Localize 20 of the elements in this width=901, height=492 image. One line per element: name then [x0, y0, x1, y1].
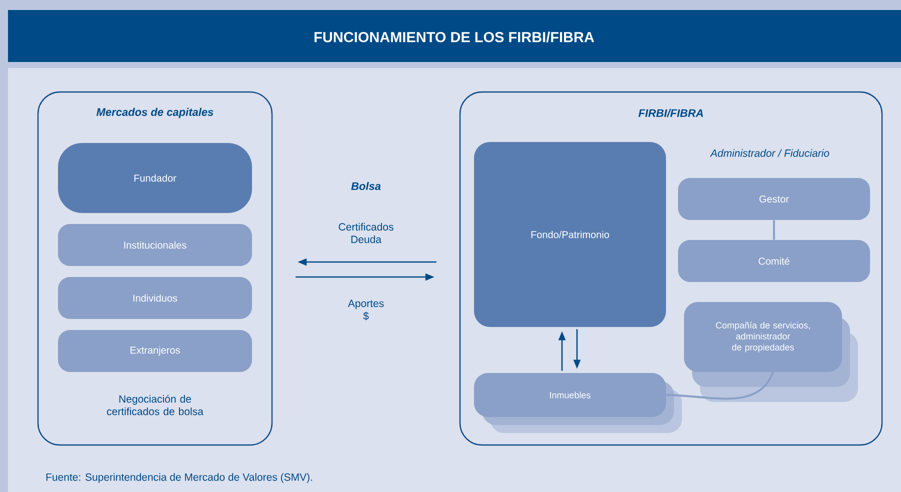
bolsa-label: Bolsa: [351, 182, 381, 190]
source-note: Fuente: Superintendencia de Mercado de Valores (SMV).: [46, 473, 312, 483]
panel-note: Negociación de certificados de bolsa: [107, 394, 204, 416]
panel-heading: FIRBI/FIBRA: [638, 108, 703, 118]
edge-label: Aportes $: [343, 298, 389, 322]
rounded-box: Gestor: [678, 178, 870, 220]
fund-box: Fondo/Patrimonio: [474, 142, 666, 327]
group-heading: Administrador / Fiduciario: [710, 149, 830, 157]
panel-heading: Mercados de capitales: [96, 108, 214, 118]
rounded-box: Comité: [678, 240, 870, 282]
edge-label: Certificados Deuda: [330, 222, 402, 244]
stacked-box: Compañía de servicios, administrador de propiedades: [684, 302, 858, 402]
stacked-box: Inmuebles: [474, 373, 682, 433]
connector-line: [666, 372, 774, 400]
rounded-box: Individuos: [58, 277, 252, 319]
rounded-box: Institucionales: [58, 224, 252, 266]
rounded-box: Fundador: [58, 143, 252, 213]
rounded-box: Extranjeros: [58, 330, 252, 372]
title-bar: FUNCIONAMIENTO DE LOS FIRBI/FIBRA: [8, 10, 901, 62]
connector-line: [773, 220, 775, 240]
